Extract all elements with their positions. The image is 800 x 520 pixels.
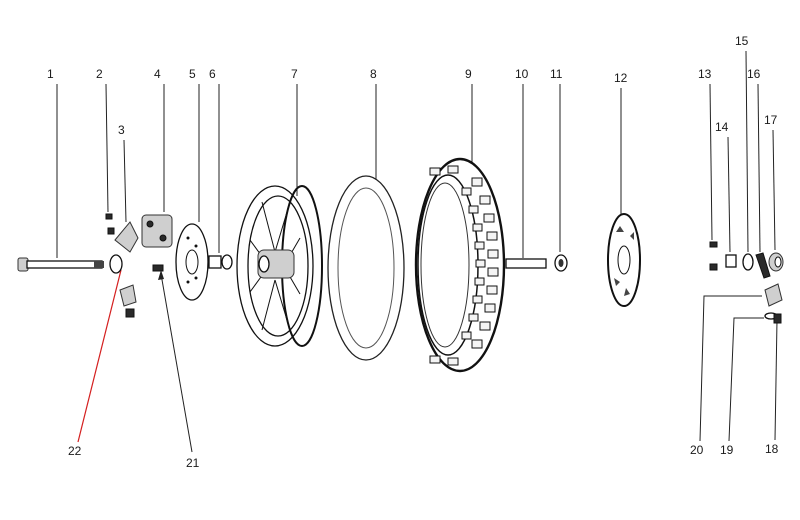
disc-hole <box>186 280 190 284</box>
bearing-bore <box>558 259 564 267</box>
tire-bead-inner <box>420 182 470 348</box>
leader-21 <box>160 273 193 453</box>
nut-bore <box>774 256 782 268</box>
label-21: 21 <box>186 456 200 470</box>
label-7: 7 <box>291 67 298 81</box>
tire-outer <box>414 157 506 373</box>
leader-lines <box>56 50 778 453</box>
collar-part-16 <box>755 252 771 279</box>
caliper-piston-a <box>146 220 154 228</box>
tube-inner <box>337 187 395 349</box>
label-17: 17 <box>764 113 778 127</box>
bolt-bottom <box>107 227 115 235</box>
leader-13 <box>709 83 713 241</box>
bolts-part-13 <box>709 241 718 271</box>
label-8: 8 <box>370 67 377 81</box>
brake-caliper-part-4 <box>141 214 173 248</box>
label-2: 2 <box>96 67 103 81</box>
label-5: 5 <box>189 67 196 81</box>
leader-21-arrow <box>158 270 164 280</box>
bolt-part-18 <box>773 313 782 324</box>
sprocket-part-12 <box>607 213 641 307</box>
axle-clamp-left <box>119 284 137 318</box>
axle-part-1 <box>17 257 104 272</box>
sprocket-center <box>617 245 631 275</box>
leader-17 <box>772 129 776 251</box>
bearing-part-15 <box>742 253 754 271</box>
label-12: 12 <box>614 71 628 85</box>
disc-hole <box>194 276 198 280</box>
label-13: 13 <box>698 67 712 81</box>
axle-shaft <box>26 260 103 269</box>
wheel-rim-part-7 <box>236 185 323 347</box>
label-1: 1 <box>47 67 54 81</box>
leader-18 <box>774 319 778 441</box>
sprocket-outer <box>607 213 641 307</box>
nut-part-17 <box>768 252 784 272</box>
axle-clamp-part-20 <box>764 283 783 307</box>
label-9: 9 <box>465 67 472 81</box>
bolt-lower <box>709 263 718 271</box>
bearing-part-6 <box>208 254 233 270</box>
clamp-block <box>119 284 137 307</box>
bolts-part-2 <box>105 213 115 235</box>
bolt-top <box>105 213 113 220</box>
hub-bore <box>258 255 270 273</box>
bearing-part-11 <box>554 254 568 272</box>
brake-disc-part-5 <box>175 223 209 301</box>
leader-3 <box>123 139 127 223</box>
label-18: 18 <box>765 442 779 456</box>
axle-thread <box>94 261 104 268</box>
spacer-part-22 <box>109 254 123 274</box>
clamp-bolt <box>125 308 135 318</box>
pin-part-21 <box>152 264 164 272</box>
disc-hole <box>186 236 190 240</box>
tube-outer <box>327 175 405 361</box>
inner-tube-part-8 <box>327 175 405 361</box>
leader-19 <box>728 317 764 442</box>
disc-hub <box>185 249 199 275</box>
leader-16 <box>757 83 761 253</box>
spacer-tube-part-10 <box>505 258 547 269</box>
leader-15 <box>745 50 749 253</box>
caliper-piston-b <box>159 234 167 242</box>
caliper-body <box>141 214 173 248</box>
label-11: 11 <box>550 67 563 81</box>
label-15: 15 <box>735 34 749 48</box>
label-6: 6 <box>209 67 216 81</box>
leader-22 <box>77 269 122 443</box>
part-labels: 1 2 3 4 5 6 7 8 9 10 11 12 13 14 15 16 1… <box>47 34 779 470</box>
spacer-tube <box>208 255 222 269</box>
label-3: 3 <box>118 123 125 137</box>
disc-outer <box>175 223 209 301</box>
label-19: 19 <box>720 443 734 457</box>
disc-hole <box>194 244 198 248</box>
label-20: 20 <box>690 443 704 457</box>
bolt-upper <box>709 241 718 248</box>
label-14: 14 <box>715 120 729 134</box>
spacer-part-14 <box>725 254 737 268</box>
caliper-bracket-part-3 <box>114 221 139 253</box>
tire-part-9 <box>414 157 506 373</box>
leader-14 <box>727 136 731 253</box>
leader-20 <box>699 295 762 442</box>
label-16: 16 <box>747 67 761 81</box>
leader-2 <box>105 83 109 213</box>
rim-inner <box>247 195 309 337</box>
bearing-ring <box>221 254 233 270</box>
label-4: 4 <box>154 67 161 81</box>
label-22: 22 <box>68 444 82 458</box>
tire-knobs <box>429 165 499 366</box>
label-10: 10 <box>515 67 529 81</box>
